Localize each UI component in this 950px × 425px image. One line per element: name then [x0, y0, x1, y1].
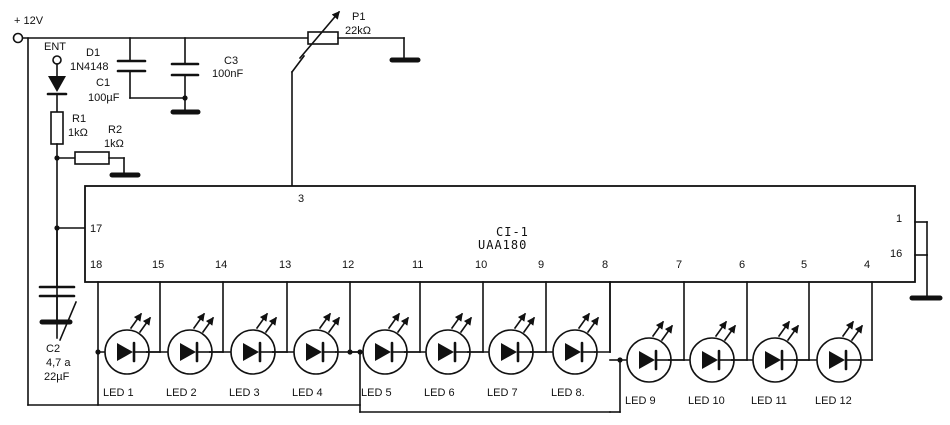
led-label: LED 11 [751, 395, 787, 407]
ic-pin-8: 8 [602, 259, 608, 271]
ic-cI-1: CI-1 UAA180 3 17 1 16 [84, 185, 916, 283]
ic-pin-3: 3 [298, 193, 304, 205]
c2-value-2: 22µF [44, 371, 70, 383]
ic-pin-14: 14 [215, 259, 227, 271]
led-label: LED 6 [424, 387, 455, 399]
r2-value: 1kΩ [104, 138, 124, 150]
led-12: LED 12 [815, 320, 864, 407]
input-label: ENT [44, 41, 66, 53]
ic-pin-6: 6 [739, 259, 745, 271]
d1-value: 1N4148 [70, 61, 109, 73]
ic-part: UAA180 [478, 238, 527, 252]
ic-pin-7: 7 [676, 259, 682, 271]
led-1: LED 1 [103, 312, 152, 399]
ic-ref: CI-1 [496, 225, 529, 239]
supply-rail-wires [22, 37, 361, 406]
c2-ref: C2 [46, 343, 60, 355]
ic-pin-1: 1 [896, 213, 902, 225]
ic-pin-17: 17 [90, 223, 102, 235]
p1-ref: P1 [352, 11, 365, 23]
capacitor-c1: C1 100µF [88, 37, 147, 104]
ic-pin-10: 10 [475, 259, 487, 271]
capacitor-c2: C2 4,7 a 22µF [38, 225, 86, 383]
ic-pin-5: 5 [801, 259, 807, 271]
p1-value: 22kΩ [345, 25, 371, 37]
led-label: LED 9 [625, 395, 656, 407]
led-10: LED 10 [688, 320, 737, 407]
potentiometer-p1: P1 22kΩ [290, 10, 421, 187]
led-label: LED 8. [551, 387, 585, 399]
c3-ref: C3 [224, 55, 238, 67]
r1-ref: R1 [72, 113, 86, 125]
led-5: LED 5 [361, 312, 410, 399]
led-label: LED 4 [292, 387, 323, 399]
led-4: LED 4 [292, 312, 341, 399]
led-7: LED 7 [487, 312, 536, 399]
ic-pin-18: 18 [90, 259, 102, 271]
ic-pin-9: 9 [538, 259, 544, 271]
c1-ref: C1 [96, 77, 110, 89]
c1-value: 100µF [88, 92, 120, 104]
led-label: LED 7 [487, 387, 518, 399]
led-8: LED 8. [551, 312, 600, 399]
r1-value: 1kΩ [68, 127, 88, 139]
led-label: LED 12 [815, 395, 852, 407]
c2-value-1: 4,7 a [46, 357, 71, 369]
led-array: LED 1 LED 2 LED 3 LED 4 LED 5 LED 6 LED 7 LED 8… [95, 281, 873, 413]
ic-pin-12: 12 [342, 259, 354, 271]
ic-pin-15: 15 [152, 259, 164, 271]
ic-pin-4: 4 [864, 259, 870, 271]
diode-d1: D1 1N4148 [46, 47, 109, 113]
c3-value: 100nF [212, 68, 243, 80]
d1-ref: D1 [86, 47, 100, 59]
r2-ref: R2 [108, 124, 122, 136]
ic-pin-11: 11 [412, 259, 423, 271]
ic-pin-13: 13 [279, 259, 291, 271]
led-label: LED 2 [166, 387, 197, 399]
led-9: LED 9 [625, 320, 674, 407]
led-3: LED 3 [229, 312, 278, 399]
led-6: LED 6 [424, 312, 473, 399]
led-label: LED 10 [688, 395, 725, 407]
led-11: LED 11 [751, 320, 800, 407]
led-label: LED 3 [229, 387, 260, 399]
ic-ground-wiring [909, 221, 943, 301]
ic-bottom-pin-labels: 18 15 14 13 12 11 10 9 8 7 6 5 4 [90, 259, 870, 271]
led-label: LED 5 [361, 387, 392, 399]
resistor-r2: R2 1kΩ [54, 124, 141, 178]
led-label: LED 1 [103, 387, 134, 399]
ic-pin-16: 16 [890, 248, 902, 260]
capacitor-c3: C3 100nF [129, 37, 243, 115]
input-terminal: ENT [44, 41, 66, 65]
supply-label: + 12V [14, 15, 44, 27]
led-2: LED 2 [166, 312, 215, 399]
